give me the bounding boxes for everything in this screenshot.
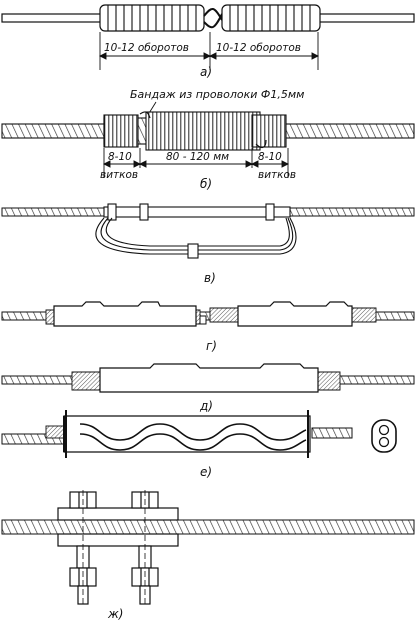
twist-profile-bottom	[79, 433, 307, 451]
figure-v: в)	[1, 203, 415, 285]
wire-zh	[1, 519, 415, 535]
bolt-left	[69, 490, 97, 606]
caption-a: а)	[200, 65, 212, 79]
dim-center: 80 - 120 мм	[166, 151, 229, 163]
figure-d: д)	[1, 363, 415, 413]
caption-e: е)	[200, 465, 212, 479]
twist-crossing	[203, 8, 223, 29]
coil-right	[221, 4, 321, 32]
dim-right-bottom: витков	[258, 169, 296, 181]
bandage-left	[103, 114, 139, 148]
dimension-lines-a	[98, 32, 320, 70]
figure-a: 10-12 оборотов 10-12 оборотов а)	[1, 4, 415, 79]
sleeve-cross-section	[371, 419, 397, 453]
figure-b: Бандаж из проволоки Ф1,5мм 8-10 витков 8…	[1, 88, 415, 191]
figure-e: е)	[1, 410, 397, 479]
wire-end-hook-left	[139, 111, 151, 119]
caption-d: д)	[199, 399, 213, 413]
clamp-2	[139, 203, 149, 221]
gap-mark	[199, 315, 207, 325]
caption-g: г)	[206, 339, 217, 353]
bolt-right	[131, 490, 159, 606]
clamp-1	[107, 203, 117, 221]
wire-left	[1, 13, 103, 23]
oval-connector-right	[237, 301, 353, 327]
bypass-loop	[95, 217, 297, 255]
bandage-right	[251, 114, 287, 148]
oval-connector-left	[53, 301, 197, 327]
dim-right-top: 8-10	[258, 151, 282, 163]
wire-g	[1, 311, 415, 321]
figure-zh: ж)	[1, 490, 415, 621]
caption-zh: ж)	[107, 607, 124, 621]
coil-left	[99, 4, 205, 32]
wire-e-right	[311, 427, 353, 439]
clamp-plate-top	[57, 507, 179, 521]
clamp-plate-bottom	[57, 533, 179, 547]
loop-clamp	[187, 243, 199, 259]
dim-turns-left: 10-12 оборотов	[104, 42, 189, 54]
connector-bar	[103, 206, 291, 218]
bandage-center	[145, 111, 261, 151]
wire-right	[317, 13, 415, 23]
sleeve-ends	[63, 410, 309, 458]
dim-left-top: 8-10	[108, 151, 132, 163]
figure-g: г)	[1, 301, 415, 353]
caption-b: б)	[200, 177, 212, 191]
bandage-title: Бандаж из проволоки Ф1,5мм	[130, 88, 304, 101]
dimension-lines-b	[102, 148, 290, 178]
compressed-sleeve	[99, 363, 319, 393]
caption-v: в)	[204, 271, 216, 285]
twist-profile-top	[79, 423, 307, 441]
clamp-3	[265, 203, 275, 221]
dim-turns-right: 10-12 оборотов	[216, 42, 301, 54]
wire-end-hook-right	[255, 139, 267, 149]
dim-left-bottom: витков	[100, 169, 138, 181]
